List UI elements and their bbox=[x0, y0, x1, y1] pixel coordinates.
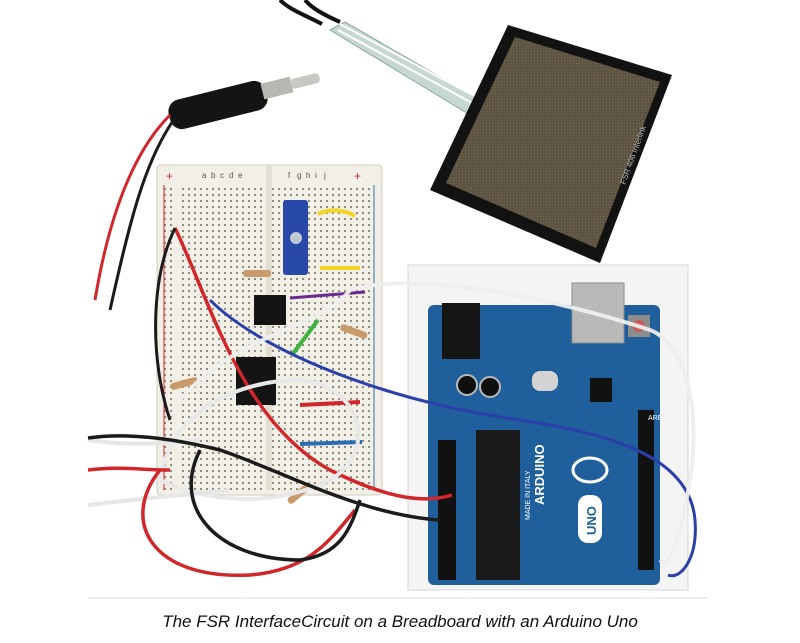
svg-text:a: a bbox=[202, 171, 207, 180]
column-letters-right: f g h i j bbox=[288, 171, 326, 180]
jack-wire-red bbox=[93, 113, 172, 301]
column-letters-left: a b c d e bbox=[202, 171, 243, 180]
icsp-header bbox=[590, 378, 612, 402]
resistor bbox=[243, 270, 271, 277]
wire-black-left bbox=[87, 434, 441, 522]
audio-jack-plug bbox=[168, 73, 320, 130]
atmega-chip bbox=[476, 430, 520, 580]
jumper-wire-blue-short bbox=[299, 440, 363, 446]
wire-white-long bbox=[178, 281, 696, 564]
jumper-wire-yellow bbox=[317, 208, 357, 218]
jumper-wire-purple bbox=[289, 290, 366, 300]
aref-label: AREF bbox=[648, 415, 667, 422]
wire-red-left bbox=[87, 466, 171, 472]
wire-blue-long bbox=[208, 298, 697, 578]
capacitor bbox=[456, 374, 478, 396]
svg-text:g: g bbox=[297, 171, 301, 180]
svg-text:j: j bbox=[323, 171, 326, 180]
power-jack bbox=[442, 303, 480, 359]
uno-model-label: UNO bbox=[584, 506, 599, 535]
wire-black-from-top bbox=[154, 227, 177, 421]
svg-text:h: h bbox=[306, 171, 310, 180]
capacitor bbox=[479, 376, 501, 398]
jumper-wire-green bbox=[290, 318, 320, 357]
resistor bbox=[340, 324, 368, 339]
fsr-lead-black-2 bbox=[303, 0, 341, 24]
arduino-logo bbox=[571, 456, 609, 484]
rail-plus-label-right: + bbox=[354, 169, 361, 183]
rail-plus-label: + bbox=[166, 169, 173, 183]
made-in-label: MADE IN ITALY bbox=[525, 470, 532, 520]
jack-wire-black bbox=[108, 117, 177, 311]
wire-white-left-2 bbox=[87, 488, 231, 507]
arduino-brand-label: ARDUINO bbox=[532, 444, 547, 505]
power-analog-header bbox=[438, 440, 456, 580]
fsr-sensor: FSR 406 Interlink bbox=[328, 21, 672, 263]
svg-text:e: e bbox=[238, 171, 243, 180]
wire-black-bottom bbox=[189, 449, 362, 562]
svg-text:b: b bbox=[211, 171, 216, 180]
svg-text:i: i bbox=[315, 171, 317, 180]
digital-header bbox=[638, 410, 654, 570]
crystal bbox=[532, 371, 558, 391]
svg-text:d: d bbox=[229, 171, 233, 180]
wire-red-bottom bbox=[141, 468, 357, 577]
wire-white-loop bbox=[158, 377, 361, 501]
wire-red-long bbox=[173, 227, 453, 501]
jumper-wire-red-short bbox=[299, 400, 361, 407]
resistor bbox=[170, 377, 198, 390]
arduino-uno-board: ARDUINO MADE IN ITALY UNO AREF bbox=[407, 264, 689, 591]
svg-text:f: f bbox=[288, 171, 291, 180]
figure-caption: The FSR InterfaceCircuit on a Breadboard… bbox=[162, 612, 638, 631]
op-amp-chip bbox=[254, 295, 286, 325]
svg-text:c: c bbox=[220, 171, 224, 180]
fsr-lead-black-1 bbox=[278, 0, 323, 26]
photo-scene: FSR 406 Interlink ARDUINO MADE IN ITALY … bbox=[87, 0, 708, 599]
